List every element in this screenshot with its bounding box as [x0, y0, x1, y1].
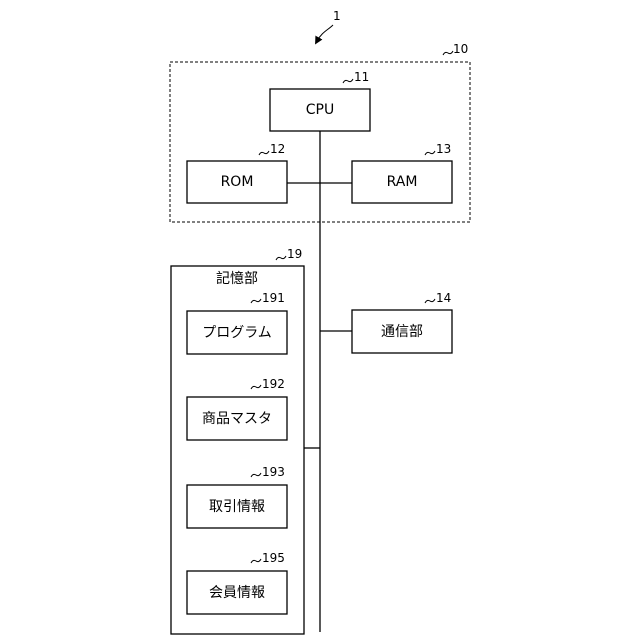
system-ref-leader [443, 51, 453, 55]
storage-item-member-label: 会員情報 [209, 585, 265, 601]
rom-ref-label: 12 [270, 142, 285, 156]
rom-ref-leader [259, 151, 269, 155]
system-ref-label: 10 [453, 42, 468, 56]
storage-item-transaction-label: 取引情報 [209, 499, 265, 515]
rom-label: ROM [221, 174, 254, 190]
storage-item-transaction-ref: 193 [262, 465, 285, 479]
storage-item-member-ref: 195 [262, 551, 285, 565]
storage-item-product-master-label: 商品マスタ [202, 411, 272, 427]
storage-ref-leader [276, 256, 286, 260]
cpu-ref-leader [343, 79, 353, 83]
comm-label: 通信部 [381, 324, 423, 340]
cpu-ref-label: 11 [354, 70, 369, 84]
storage-item-program-ref: 191 [262, 291, 285, 305]
storage-label: 記憶部 [216, 270, 258, 287]
ram-ref-label: 13 [436, 142, 451, 156]
figure-ref-arrow [317, 25, 333, 41]
comm-ref-leader [425, 299, 435, 303]
ram-label: RAM [387, 174, 418, 190]
storage-item-product-master-ref: 192 [262, 377, 285, 391]
ram-ref-leader [425, 151, 435, 155]
storage-item-program-label: プログラム [202, 325, 272, 341]
storage-ref-label: 19 [287, 247, 302, 261]
figure-ref-label: 1 [333, 9, 341, 23]
comm-ref-label: 14 [436, 291, 451, 305]
cpu-label: CPU [306, 102, 334, 118]
